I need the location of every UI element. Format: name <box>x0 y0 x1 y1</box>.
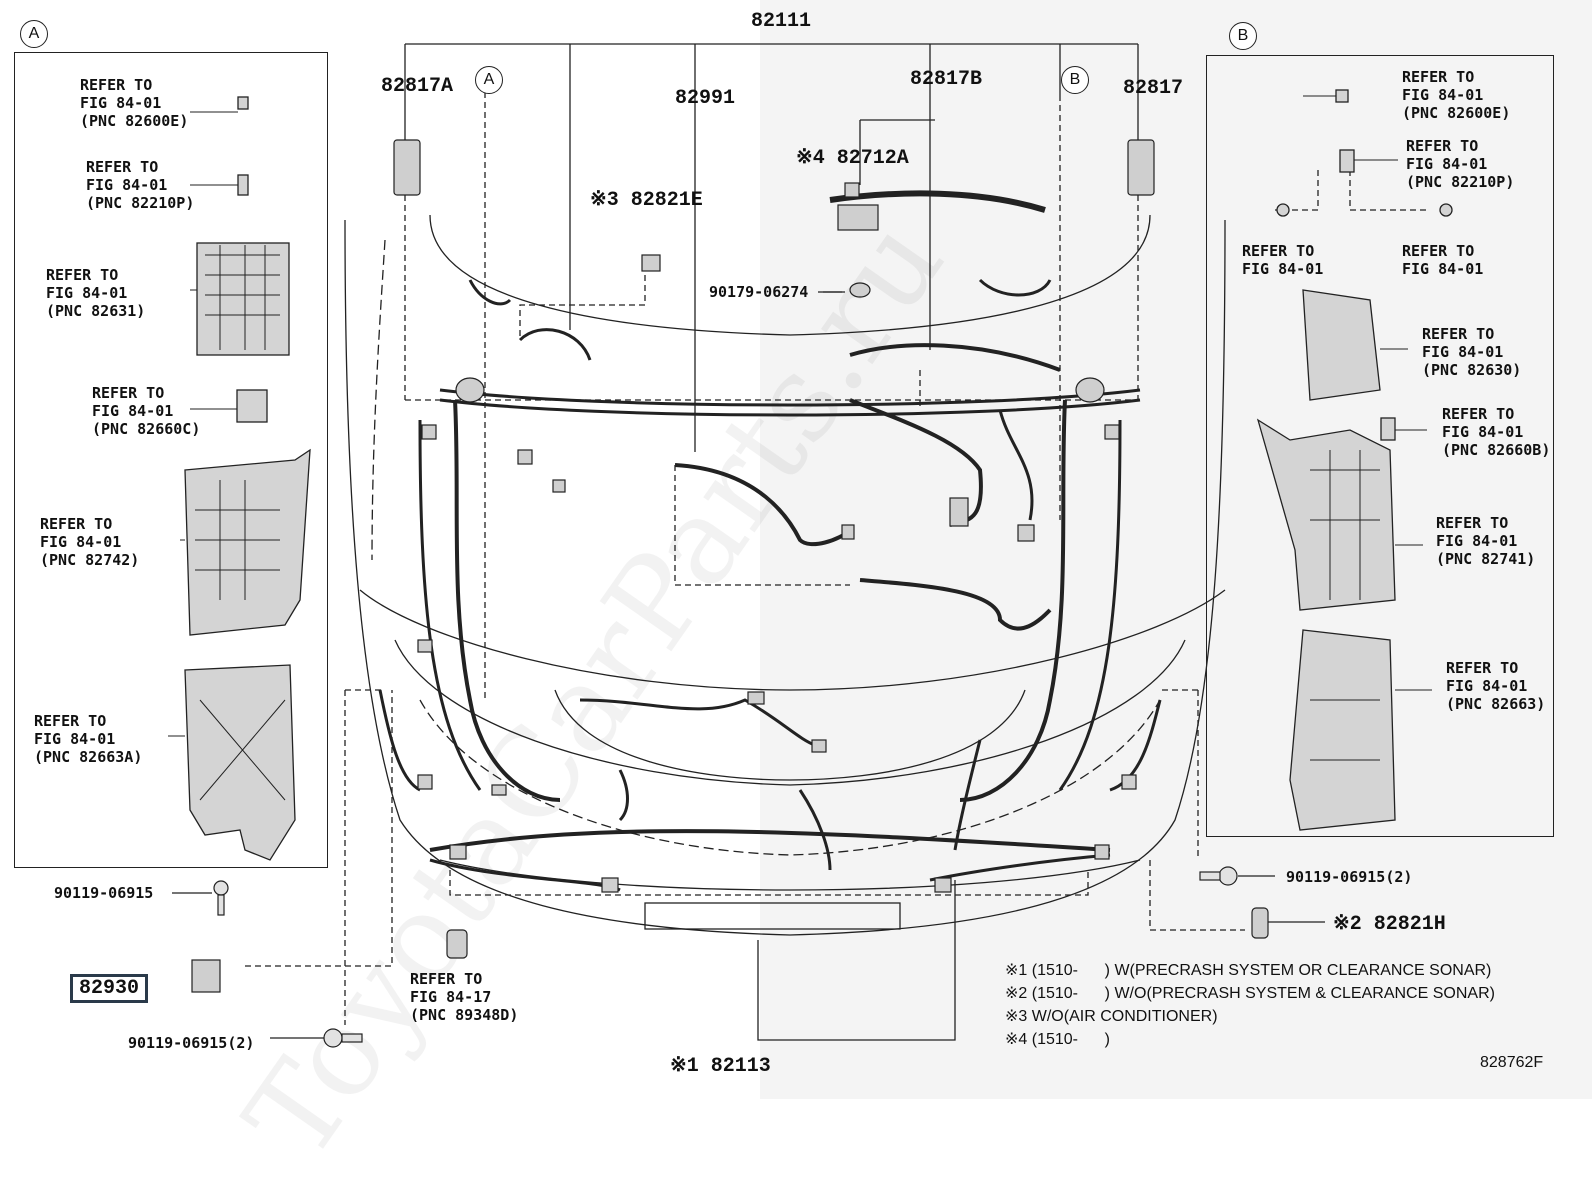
part-82817A: 82817A <box>381 75 454 98</box>
marker-a-main: A <box>475 66 503 94</box>
marker-b-panel: B <box>1229 22 1257 50</box>
part-82991: 82991 <box>675 87 736 110</box>
note-1: ※1 (1510- ) W(PRECRASH SYSTEM OR CLEARAN… <box>1005 962 1492 979</box>
note-2: ※2 (1510- ) W/O(PRECRASH SYSTEM & CLEARA… <box>1005 985 1495 1002</box>
bolt-90119-06915-2-right: 90119-06915(2) <box>1286 868 1413 886</box>
part-82821E: ※3 82821E <box>590 189 703 212</box>
part-82712A: ※4 82712A <box>796 147 909 170</box>
part-82930-highlight[interactable]: 82930 <box>70 974 149 1003</box>
note-4: ※4 (1510- ) <box>1005 1031 1110 1048</box>
part-82821H: ※2 82821H <box>1333 913 1446 936</box>
part-82111: 82111 <box>751 10 812 33</box>
part-82817: 82817 <box>1123 77 1184 100</box>
marker-a-panel: A <box>20 20 48 48</box>
part-90179-06274: 90179-06274 <box>709 283 809 301</box>
panel-a <box>14 52 328 868</box>
figure-code: 828762F <box>1480 1054 1544 1071</box>
marker-b-main: B <box>1061 66 1089 94</box>
harness-drawing <box>168 43 1453 1048</box>
bolt-90119-06915: 90119-06915 <box>54 884 154 902</box>
part-82817B: 82817B <box>910 68 983 91</box>
right-shaded-area <box>760 0 1592 1099</box>
bolt-90119-06915-2-left: 90119-06915(2) <box>128 1034 255 1052</box>
part-82113: ※1 82113 <box>670 1055 771 1078</box>
panel-b <box>1206 55 1554 837</box>
note-3: ※3 W/O(AIR CONDITIONER) <box>1005 1008 1218 1025</box>
